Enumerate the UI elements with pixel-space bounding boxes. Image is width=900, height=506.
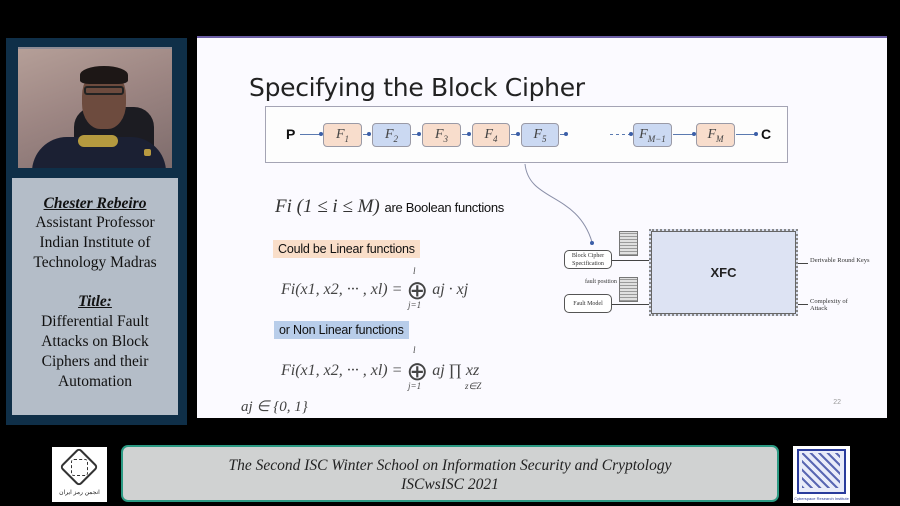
talk-title-4: Automation bbox=[57, 373, 133, 390]
arrow-icon bbox=[462, 132, 471, 136]
boolean-statement: Fi (1 ≤ i ≤ M) are Boolean functions bbox=[275, 196, 504, 218]
xfc-box: XFC bbox=[649, 229, 798, 316]
presentation-slide: Specifying the Block Cipher P F1 F2 F3 F… bbox=[197, 36, 887, 418]
speaker-affiliation-1: Indian Institute of bbox=[39, 234, 151, 251]
speaker-info: Chester Rebeiro Assistant Professor Indi… bbox=[12, 178, 178, 415]
connector-line bbox=[612, 260, 649, 261]
statement-math: Fi (1 ≤ i ≤ M) bbox=[275, 196, 380, 217]
talk-title-2: Attacks on Block bbox=[41, 333, 149, 350]
cipher-chain-diagram: P F1 F2 F3 F4 F5 FM−1 FM C bbox=[265, 106, 788, 163]
slide-page-number: 22 bbox=[833, 399, 841, 406]
talk-title-label: Title: bbox=[78, 293, 112, 310]
event-title: The Second ISC Winter School on Informat… bbox=[228, 457, 672, 474]
arrow-icon bbox=[736, 132, 758, 136]
attack-complexity-label: Complexity of Attack bbox=[810, 298, 848, 312]
xor-sum-icon: ⊕ bbox=[406, 357, 429, 387]
ciphertext-label: C bbox=[761, 126, 772, 142]
university-logo: Cyberspace Research Institute bbox=[793, 446, 850, 503]
statement-text: are Boolean functions bbox=[384, 200, 505, 215]
talk-title-1: Differential Fault bbox=[41, 313, 149, 330]
linear-tag: Could be Linear functions bbox=[273, 240, 420, 258]
connector-curve-icon bbox=[524, 163, 594, 245]
linear-equation: Fi(x1, x2, ··· , xl) = ⊕ aj · xj l j=1 bbox=[281, 266, 469, 310]
xor-sum-icon: ⊕ bbox=[406, 276, 429, 306]
fault-position-label: fault position bbox=[585, 279, 617, 285]
speaker-video bbox=[18, 47, 172, 168]
xfc-diagram: Block Cipher Specification fault positio… bbox=[562, 226, 877, 326]
speaker-affiliation-2: Technology Madras bbox=[33, 254, 157, 271]
round-function-box: F4 bbox=[472, 123, 510, 147]
fault-model-box: Fault Model bbox=[564, 294, 612, 313]
calligraphy-icon bbox=[802, 453, 840, 488]
xfc-label: XFC bbox=[710, 265, 737, 280]
output-arrow-icon bbox=[798, 304, 808, 305]
logo-left-text: انجمن رمز ایران bbox=[59, 490, 100, 496]
block-cipher-spec-box: Block Cipher Specification bbox=[564, 250, 612, 269]
matrix-icon bbox=[619, 231, 638, 256]
talk-title-3: Ciphers and their bbox=[41, 353, 149, 370]
arrow-icon bbox=[673, 132, 696, 136]
output-arrow-icon bbox=[798, 263, 808, 264]
nonlinear-tag: or Non Linear functions bbox=[274, 321, 409, 339]
coefficient-domain: aj ∈ {0, 1} bbox=[241, 399, 308, 415]
event-short-name: ISCwsISC 2021 bbox=[401, 476, 499, 493]
slide-title: Specifying the Block Cipher bbox=[249, 73, 585, 102]
arrow-icon bbox=[300, 132, 323, 136]
round-function-box: F1 bbox=[323, 123, 362, 147]
glasses bbox=[84, 86, 124, 95]
connector-line bbox=[612, 304, 649, 305]
arrow-icon bbox=[412, 132, 421, 136]
speaker-panel: Chester Rebeiro Assistant Professor Indi… bbox=[6, 38, 187, 425]
ellipsis-arrow-icon bbox=[610, 132, 633, 136]
matrix-icon bbox=[619, 277, 638, 302]
round-function-box: FM bbox=[696, 123, 735, 147]
speaker-name: Chester Rebeiro bbox=[43, 195, 147, 212]
iran-crypto-society-logo: انجمن رمز ایران bbox=[52, 447, 107, 502]
derivable-keys-label: Derivable Round Keys bbox=[810, 257, 870, 264]
knot-icon bbox=[71, 459, 88, 476]
round-function-box: F3 bbox=[422, 123, 461, 147]
collar bbox=[78, 135, 118, 147]
logo-right-text: Cyberspace Research Institute bbox=[794, 496, 849, 501]
arrow-icon bbox=[511, 132, 520, 136]
speaker-position: Assistant Professor bbox=[35, 214, 155, 231]
shirt-logo-icon bbox=[144, 149, 151, 156]
event-banner: The Second ISC Winter School on Informat… bbox=[121, 445, 779, 502]
plaintext-label: P bbox=[286, 126, 296, 142]
hair bbox=[80, 66, 128, 84]
nonlinear-equation: Fi(x1, x2, ··· , xl) = ⊕ aj ∏ xz l j=1 z… bbox=[281, 345, 482, 391]
round-function-box: F5 bbox=[521, 123, 559, 147]
arrow-icon bbox=[363, 132, 371, 136]
arrow-icon bbox=[560, 132, 568, 136]
round-function-box: F2 bbox=[372, 123, 411, 147]
round-function-box: FM−1 bbox=[633, 123, 672, 147]
